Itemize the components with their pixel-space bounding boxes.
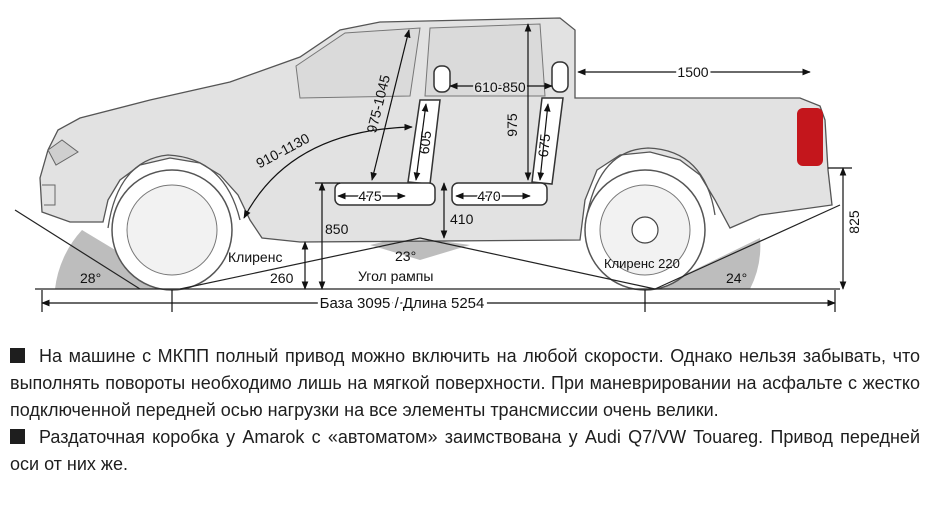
note-item: На машине с МКПП полный привод можно вкл… [10,343,920,424]
label-rear-headroom: 975 [504,113,520,137]
label-ramp-angle-value: 23° [395,248,416,264]
label-wheelbase-length: База 3095 / Длина 5254 [320,295,485,312]
dim-line-front-back [413,103,429,181]
bullet-square-icon [10,429,25,444]
label-seat-back-rear: 675 [535,133,553,158]
label-seat-gap: 610-850 [474,79,526,95]
note-text: Раздаточная коробка у Amarok с «автомато… [10,427,920,474]
label-approach-angle: 28° [80,270,101,286]
tail-light [797,108,823,166]
label-clearance-rear: Клиренс 220 [604,256,680,271]
label-clearance-front: Клиренс [228,249,282,265]
dimension-labels: 975-1045 910-1130 605 475 610-850 975 67… [80,62,862,316]
note-text: На машине с МКПП полный привод можно вкл… [10,346,920,420]
bullet-square-icon [10,348,25,363]
label-floor-height-rear: 410 [450,211,474,227]
label-front-hip-height: 850 [325,221,349,237]
label-ramp-angle: Угол рампы [358,268,433,284]
label-departure-angle: 24° [726,270,747,286]
dim-line-rear-back [537,103,551,181]
label-clearance-front-value: 260 [270,270,294,286]
label-seat-cushion-front: 475 [358,188,382,204]
note-item: Раздаточная коробка у Amarok с «автомато… [10,424,920,478]
label-seat-back-front: 605 [416,130,434,155]
rear-window [424,23,546,97]
notes-list: На машине с МКПП полный привод можно вкл… [10,343,920,478]
vehicle-dimensions-diagram: 975-1045 910-1130 605 475 610-850 975 67… [14,17,862,316]
label-seat-cushion-rear: 470 [477,188,501,204]
rear-wheel [584,169,706,291]
label-bed-length: 1500 [677,64,708,80]
label-tailgate-height: 825 [846,210,862,234]
dim-line-dash-to-seat [243,123,413,219]
front-wheel [111,169,233,291]
